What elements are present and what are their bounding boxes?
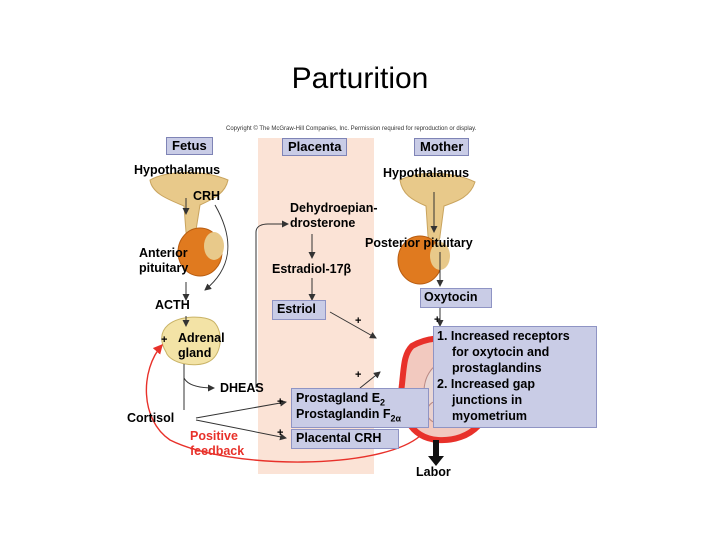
effect-line-3: prostaglandins (452, 361, 542, 375)
fetal-hypothalamus-gland (149, 172, 229, 238)
plus-cortisol-crh-icon: + (277, 427, 284, 439)
anterior-pituitary-label-line2: pituitary (139, 261, 189, 275)
prostaglandin-f-label: Prostaglandin F2α (296, 407, 401, 424)
dhea-label-line2: drosterone (290, 216, 356, 230)
dheas-label: DHEAS (220, 381, 264, 395)
posterior-pituitary-label: Posterior pituitary (365, 236, 473, 250)
oxytocin-label: Oxytocin (424, 290, 478, 304)
estradiol-label: Estradiol-17β (272, 262, 352, 276)
effect-line-5: junctions in (452, 393, 523, 407)
labor-label: Labor (416, 465, 451, 479)
estriol-box (272, 300, 326, 320)
plus-adrenal-icon: + (161, 334, 168, 346)
plus-prostaglandin-icon: + (355, 369, 362, 381)
fetus-header: Fetus (166, 137, 213, 155)
fetal-hypothalamus-label: Hypothalamus (134, 163, 221, 177)
cortisol-label: Cortisol (127, 411, 175, 425)
placenta-header: Placenta (282, 138, 348, 156)
fetal-crh-label: CRH (193, 189, 221, 203)
acth-label: ACTH (155, 298, 190, 312)
effect-line-2: for oxytocin and (452, 345, 550, 359)
adrenal-gland-label-line2: gland (178, 346, 212, 360)
maternal-hypothalamus-gland (399, 172, 476, 243)
effect-line-1: 1. Increased receptors (437, 329, 570, 343)
copyright-notice: Copyright © The McGraw-Hill Companies, I… (226, 126, 477, 132)
positive-feedback-label-line2: feedback (190, 444, 245, 458)
pg-e-subscript: 2 (380, 397, 386, 408)
plus-cortisol-pg-icon: + (277, 396, 284, 408)
prostaglandin-box (291, 388, 429, 428)
effect-line-4: 2. Increased gap (437, 377, 535, 391)
plus-estriol-icon: + (355, 315, 362, 327)
effects-box (433, 326, 597, 428)
fetal-anterior-pituitary-gland (177, 227, 224, 277)
placental-crh-label: Placental CRH (296, 431, 382, 445)
adrenal-gland-label-line1: Adrenal (178, 331, 225, 345)
effect-line-6: myometrium (452, 409, 528, 423)
prostaglandin-e-label: Prostagland E2 (296, 391, 386, 408)
positive-feedback-label-line1: Positive (190, 429, 238, 443)
estriol-label: Estriol (277, 302, 316, 316)
pg-f-subscript: 2α (390, 413, 401, 424)
placental-crh-box (291, 429, 399, 449)
dhea-label-line1: Dehydroepian- (290, 201, 378, 215)
maternal-hypothalamus-label: Hypothalamus (383, 166, 470, 180)
anterior-pituitary-label-line1: Anterior (139, 246, 188, 260)
oxytocin-box (420, 288, 492, 308)
plus-oxytocin-icon: + (434, 314, 441, 326)
adrenal-gland-shape (161, 316, 221, 366)
slide-title: Parturition (291, 62, 429, 95)
mother-header: Mother (414, 138, 470, 156)
